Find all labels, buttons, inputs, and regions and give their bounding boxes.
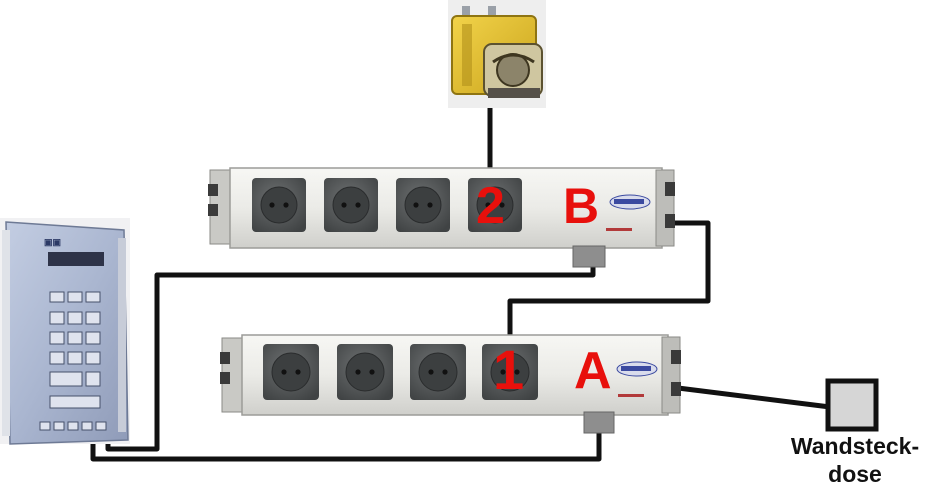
brand-badge-icon: [606, 194, 651, 231]
cable-controller-to-strip-b: [105, 267, 596, 452]
schuko-outlet-icon: [396, 178, 450, 232]
schuko-outlet-icon: [337, 344, 393, 400]
outlet-label-2: 2: [476, 177, 505, 235]
controller-unit-icon: ▣▣: [0, 218, 130, 445]
power-strip-b: [208, 167, 675, 268]
schuko-outlet-icon: [482, 344, 538, 400]
connector-port-icon: [572, 245, 606, 268]
wall-socket-icon: [825, 378, 879, 432]
cable-strip-a-to-wall-socket: [677, 385, 831, 410]
outlet-label-1: 1: [493, 338, 525, 401]
svg-text:▣▣: ▣▣: [44, 237, 61, 247]
schuko-outlet-icon: [324, 178, 378, 232]
connector-port-icon: [583, 411, 615, 434]
cables: [90, 108, 831, 462]
brand-badge-icon: [616, 361, 658, 397]
wall-socket-label: Wandsteck- dose: [770, 432, 932, 488]
peristaltic-pump-icon: [448, 0, 546, 108]
cable-controller-to-strip-a: [90, 433, 602, 462]
wall-socket-label-line1: Wandsteck-: [790, 433, 920, 459]
schuko-outlet-icon: [263, 344, 319, 400]
schuko-outlet-icon: [252, 178, 306, 232]
strip-label-a: A: [574, 342, 612, 400]
wall-socket-label-line2: dose: [828, 461, 882, 487]
power-strip-a: [220, 334, 681, 434]
schuko-outlet-icon: [468, 178, 522, 232]
cable-strip-b-to-strip-a: [507, 220, 711, 347]
strip-label-b: B: [563, 178, 600, 234]
schuko-outlet-icon: [410, 344, 466, 400]
